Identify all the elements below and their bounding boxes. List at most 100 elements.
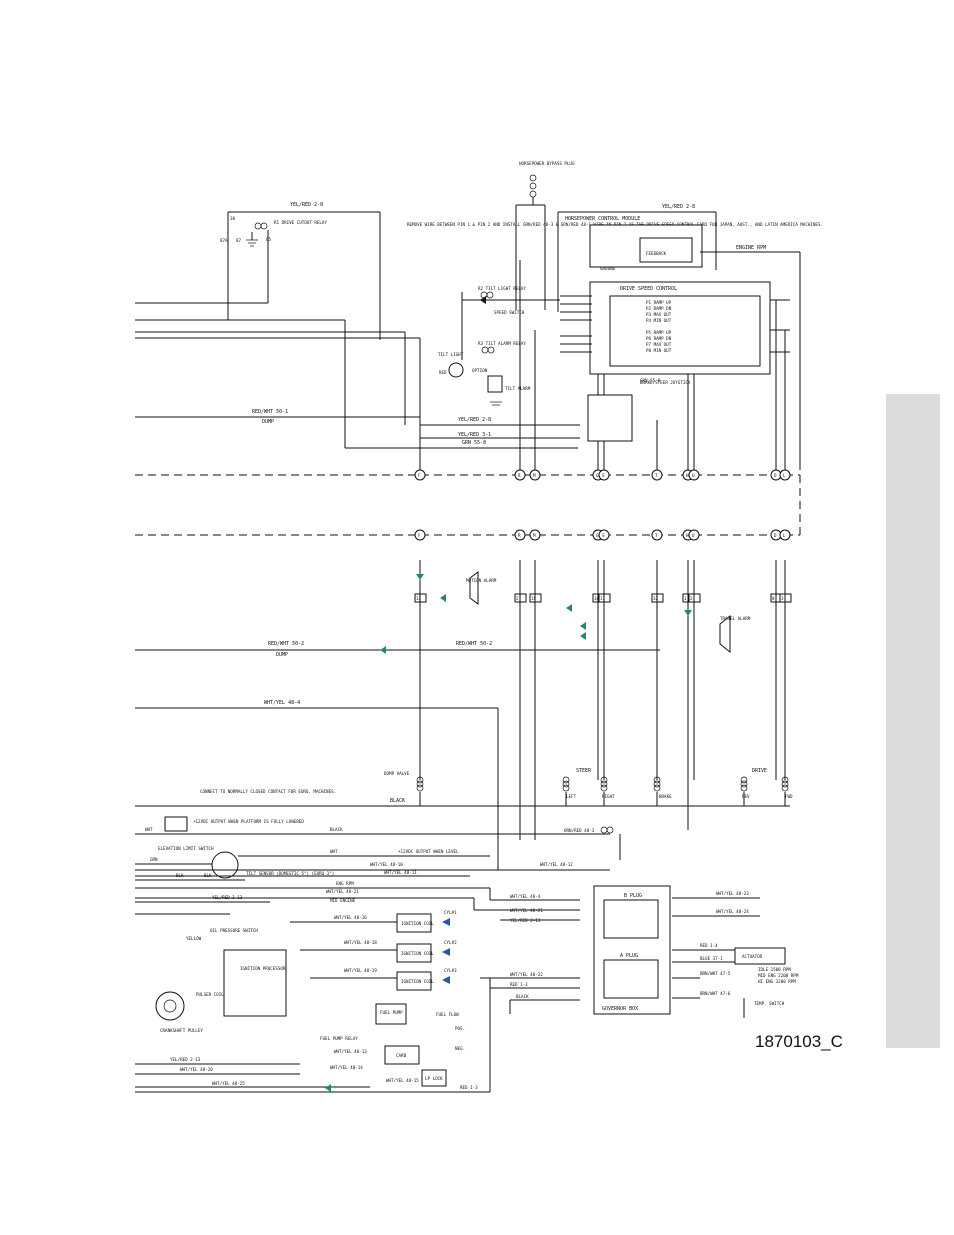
connector-letter: T (655, 473, 658, 478)
svg-text:P5 RAMP UP: P5 RAMP UP (646, 330, 672, 335)
connector-letter: G (596, 533, 599, 538)
coil-loop (740, 776, 748, 784)
svg-text:FWD: FWD (785, 794, 793, 799)
joystick-label: BRAKE/STEER JOYSTICK (640, 380, 691, 385)
svg-text:WHT/YEL 48-20: WHT/YEL 48-20 (180, 1067, 213, 1072)
svg-text:IGNITION COIL: IGNITION COIL (401, 951, 434, 956)
terminal-number: 2 (690, 596, 693, 601)
svg-text:RED: RED (439, 370, 447, 375)
svg-text:HI ENG 3200 RPM: HI ENG 3200 RPM (758, 979, 796, 984)
coil-loop (562, 784, 570, 792)
svg-text:ORN/RED 48-3: ORN/RED 48-3 (564, 828, 595, 833)
coil-loop (562, 780, 570, 788)
svg-text:RED 1-4: RED 1-4 (700, 943, 718, 948)
engine-wiring: WHT/YEL 48-10 WHT/YEL 48-12 WHT/YEL 48-1… (135, 862, 610, 1014)
connector-letter: S (602, 533, 605, 538)
horsepower-control-module: HORSEPOWER CONTROL MODULE FEEDBACK GROUN… (557, 204, 801, 470)
svg-text:BRN/WHT 47-5: BRN/WHT 47-5 (700, 971, 731, 976)
wire-label-yel-red-3-1: YEL/RED 3-1 (458, 432, 491, 438)
svg-text:YELLOW: YELLOW (186, 936, 202, 941)
svg-text:WHT/YEL 48-16: WHT/YEL 48-16 (334, 915, 367, 920)
connector-letter: T (655, 533, 658, 538)
svg-text:POS.: POS. (455, 1026, 465, 1031)
svg-text:RED 1-3: RED 1-3 (510, 982, 528, 987)
connector-letter: R (518, 473, 521, 478)
connector-letter: H (686, 533, 689, 538)
dump-valve-label: DUMP VALVE (384, 771, 410, 776)
r1-label: R1 DRIVE CUTOUT RELAY (274, 220, 327, 225)
connector-letter: M (533, 473, 536, 478)
connector-letter: F (418, 533, 421, 538)
coil-loop (600, 776, 608, 784)
elevation-limit-switch: CONNECT TO NORMALLY CLOSED CONTACT FOR E… (135, 789, 610, 881)
svg-text:YEL/RED 2-13: YEL/RED 2-13 (212, 895, 243, 900)
svg-text:WHT/YEL 48-21: WHT/YEL 48-21 (510, 908, 543, 913)
svg-text:P2 RAMP DN: P2 RAMP DN (646, 306, 672, 311)
tilt-sensor-label: TILT SENSOR (DOMESTIC 5°) (EURO 3°) (246, 871, 334, 876)
coil-loop (416, 776, 424, 784)
svg-text:IGNITION COIL: IGNITION COIL (401, 979, 434, 984)
governor-label: GOVERNOR BOX (602, 1006, 638, 1012)
tilt-alarm-label: TILT ALARM (505, 386, 531, 391)
wire-label-wht-yel-48-4: WHT/YEL 48-4 (264, 700, 300, 706)
coil-loop (653, 780, 661, 788)
svg-text:P1 RAMP UP: P1 RAMP UP (646, 300, 672, 305)
r1-drive-cutout-relay: 30 87A 87 85 YEL/RED 2-8 R1 DRIVE CUTOUT… (135, 202, 381, 340)
connector-letter: L (783, 473, 786, 478)
svg-text:WHT/YEL 48-22: WHT/YEL 48-22 (510, 972, 543, 977)
bottom-wiring: YEL/RED 2-13 WHT/YEL 48-20 WHT/YEL 48-25… (135, 978, 491, 1093)
svg-text:BLACK: BLACK (330, 827, 343, 832)
connector-pin (688, 469, 700, 481)
valve-coils: DUMP VALVE STEER LEFT RIGHT BRAKE DRIVE … (384, 768, 793, 799)
svg-text:NEG.: NEG. (455, 1046, 465, 1051)
wire-label-yel-red-2-8b: YEL/RED 2-8 (458, 417, 491, 423)
svg-text:GRN 55-8: GRN 55-8 (640, 378, 661, 383)
coil-loop (740, 784, 748, 792)
drive-label: DRIVE (752, 768, 767, 774)
coil-loop (653, 784, 661, 792)
ground-label: GROUND (600, 266, 616, 271)
output-note: +12VDC OUTPUT WHEN PLATFORM IS FULLY LOW… (193, 819, 304, 824)
svg-text:MID ENGINE: MID ENGINE (330, 898, 356, 903)
fuel-pump-label: FUEL PUMP (380, 1010, 403, 1015)
coil-loop (781, 780, 789, 788)
svg-text:P8 MIN OUT: P8 MIN OUT (646, 348, 672, 353)
svg-text:WHT/YEL 48-14: WHT/YEL 48-14 (330, 1065, 363, 1070)
tilt-light-label: TILT LIGHT (438, 352, 464, 357)
connector-letter: D (774, 473, 777, 478)
terminal-number: 8 (772, 596, 775, 601)
connector-letter: S (602, 473, 605, 478)
horsepower-bypass-plug: HORSEPOWER BYPASS PLUG (515, 161, 575, 310)
connector-letter: U (692, 533, 695, 538)
temp-switch-label: TEMP. SWITCH (754, 1001, 785, 1006)
svg-text:30: 30 (230, 216, 236, 221)
svg-text:87A: 87A (220, 238, 228, 243)
motion-alarm-label: MOTION ALARM (466, 578, 497, 583)
coil-loop (781, 784, 789, 792)
hp-bypass-label: HORSEPOWER BYPASS PLUG (519, 161, 575, 166)
svg-text:P6 RAMP DN: P6 RAMP DN (646, 336, 672, 341)
wire-label-yel-red-2-8-top: YEL/RED 2-8 (662, 204, 695, 210)
steer-label: STEER (576, 768, 592, 774)
side-tab (886, 394, 940, 1048)
actuator-label: ACTUATOR (742, 954, 763, 959)
svg-text:WHT: WHT (145, 827, 153, 832)
coil-loop (600, 784, 608, 792)
wire-label-red-wht-50-1: RED/WHT 50-1 (252, 409, 288, 415)
svg-text:WHT/YEL 48-24: WHT/YEL 48-24 (716, 909, 749, 914)
wire-label-yel-red-2-8: YEL/RED 2-8 (290, 202, 323, 208)
svg-text:P3 MAX OUT: P3 MAX OUT (646, 312, 672, 317)
coil-loop (416, 784, 424, 792)
lp-lock-label: LP LOCK (425, 1076, 443, 1081)
svg-text:P4 MIN OUT: P4 MIN OUT (646, 318, 672, 323)
svg-text:YEL/RED 2-13: YEL/RED 2-13 (170, 1057, 201, 1062)
els-label: ELEVATION LIMIT SWITCH (158, 846, 214, 851)
svg-text:YEL/RED 2-13: YEL/RED 2-13 (510, 918, 541, 923)
connector-pin (651, 529, 663, 541)
connect-note: CONNECT TO NORMALLY CLOSED CONTACT FOR E… (200, 789, 336, 794)
svg-text:ENG RPM: ENG RPM (336, 881, 354, 886)
svg-text:WHT/YEL 48-23: WHT/YEL 48-23 (716, 891, 749, 896)
carb-label: CARB (396, 1053, 407, 1058)
connector-pin (514, 529, 526, 541)
svg-text:WHT/YEL 48-19: WHT/YEL 48-19 (344, 968, 377, 973)
